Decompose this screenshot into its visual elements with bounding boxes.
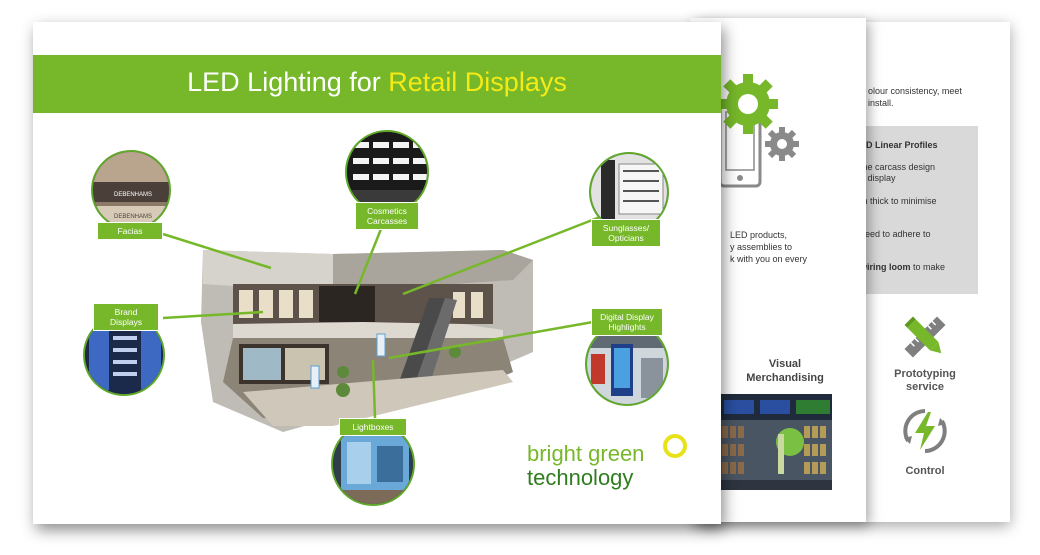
spec-line: n display — [860, 173, 896, 183]
visual-merchandising-label: Visual Merchandising — [746, 358, 824, 384]
brand-line-1: bright green — [527, 441, 645, 466]
facias-photo-circle: DEBENHAMS DEBENHAMS — [91, 150, 171, 230]
sunglasses-tag: Sunglasses/ Opticians — [591, 219, 661, 247]
facias-tag: Facias — [97, 222, 163, 240]
front-page: LED Lighting for Retail Displays — [33, 22, 721, 524]
store-sign-top: DEBENHAMS — [114, 192, 152, 198]
spec-line-wiring: wiring loom to make — [860, 262, 946, 272]
control-label: Control — [905, 465, 945, 477]
brand-line-2: technology — [527, 465, 634, 490]
spec-line: m thick to minimise — [860, 196, 937, 206]
gear-device-icon — [718, 74, 799, 188]
cosmetics-tag: Cosmetics Carcasses — [355, 202, 419, 230]
mall-illustration — [162, 206, 624, 432]
digital-display-photo-circle — [585, 322, 669, 406]
spec-line: need to adhere to — [860, 229, 931, 239]
back-intro-line-2: install. — [868, 98, 894, 108]
page-title: LED Lighting for Retail Displays — [187, 67, 567, 97]
spec-line: the carcass design — [860, 162, 936, 172]
spec-box-title: ED Linear Profiles — [860, 140, 938, 150]
lightboxes-tag: Lightboxes — [339, 418, 407, 436]
mid-text-line: k with you on every — [730, 254, 808, 264]
back-intro-line-1: olour consistency, meet — [868, 86, 962, 96]
brand-ring-icon — [663, 434, 687, 458]
pencil-ruler-icon — [904, 316, 946, 358]
sunglasses-photo-circle — [589, 152, 669, 232]
mid-text-line: y assemblies to — [730, 242, 793, 252]
title-banner: LED Lighting for Retail Displays — [33, 55, 721, 113]
lightning-refresh-icon — [903, 409, 947, 453]
lightboxes-photo-circle — [331, 422, 415, 506]
merchandising-photo — [720, 394, 832, 490]
spec-box: ED Linear Profiles the carcass design n … — [850, 126, 978, 294]
cosmetics-photo-circle — [345, 130, 429, 214]
prototyping-label: Prototyping service — [894, 368, 956, 393]
brand-logo: bright green technology — [527, 442, 644, 490]
store-sign-bottom: DEBENHAMS — [114, 214, 152, 220]
mid-text-line: LED products, — [730, 230, 788, 240]
brand-displays-tag: Brand Displays — [93, 303, 159, 331]
digital-display-tag: Digital Display Highlights — [591, 308, 663, 336]
